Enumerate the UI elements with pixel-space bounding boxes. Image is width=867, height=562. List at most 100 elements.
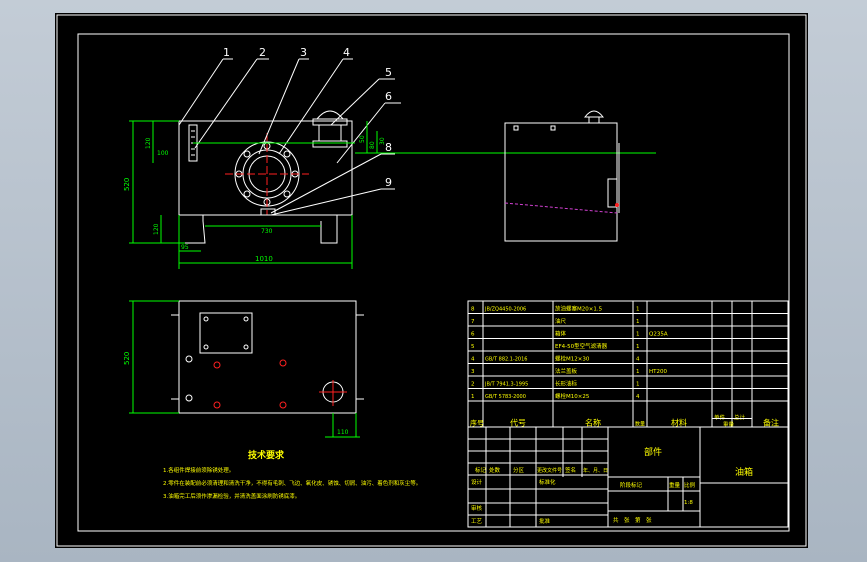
bom-cell-qty: 4: [636, 394, 640, 400]
plan-body: [178, 300, 357, 414]
bom-cell-name: EF4-50型空气滤清器: [555, 342, 608, 350]
bom-cell-qty: 1: [636, 307, 640, 313]
side-view: [504, 110, 620, 242]
bom-cell-name: 油尺: [555, 317, 567, 325]
bom-cell-qty: 4: [636, 357, 640, 363]
oil-level: [504, 202, 618, 214]
bom-header-weight: 重量: [723, 421, 735, 429]
tb-sign: 签名: [565, 466, 576, 474]
top-view: 520 110: [123, 300, 364, 438]
bom-header-material: 材料: [671, 418, 687, 428]
outer-border: [56, 14, 807, 547]
bom-cell-qty: 1: [636, 319, 640, 325]
tb-mark: 标记: [475, 466, 487, 474]
dim-plan-height: 520: [123, 352, 131, 365]
tb-design: 设计: [471, 478, 483, 486]
tb-weight: 重量: [669, 481, 681, 489]
bom-header-remark: 备注: [763, 418, 779, 428]
drawing-canvas[interactable]: 1 2 3 4 5 6 8 9 520: [55, 13, 808, 548]
bom-header-no: 序号: [470, 419, 484, 428]
plan-cover: [199, 312, 253, 354]
note-3: 3.油箱完工后须作渗漏检验，并清洗盖面涂刷防锈底漆。: [163, 492, 300, 500]
bom-header-name: 名称: [585, 418, 601, 428]
bom-cell-material: Q235A: [649, 332, 668, 338]
bom-cell-name: 螺栓M10×25: [555, 392, 590, 400]
callout-9: 9: [385, 176, 392, 189]
tb-category: 部件: [644, 446, 662, 458]
bom-cell-no: 5: [471, 344, 475, 350]
tb-part-name: 油箱: [735, 466, 753, 478]
note-1: 1.各组件焊接前须除锈处理。: [163, 466, 234, 474]
callout-4: 4: [343, 46, 350, 59]
tb-zone: 分区: [513, 466, 525, 474]
tb-change-doc: 更改文件号: [537, 467, 562, 474]
left-foot: [185, 214, 206, 244]
dim-right-b: 80: [369, 141, 376, 149]
cad-drawing: 1 2 3 4 5 6 8 9 520: [56, 14, 807, 547]
tb-approve: 批准: [539, 517, 551, 525]
dim-inner-width: 730: [261, 228, 273, 235]
bom-cell-qty: 1: [636, 332, 640, 338]
air-filter: [318, 124, 342, 142]
bom-cell-name: 法兰盖板: [555, 367, 578, 375]
right-foot: [320, 214, 338, 244]
bom-cell-code: GB/T 5783-2000: [485, 394, 526, 400]
bom-cell-name: 螺栓M12×30: [555, 355, 590, 363]
tb-standardize: 标准化: [539, 478, 556, 486]
bom-cell-name: 箱体: [555, 330, 567, 338]
tb-scale-value: 1:8: [684, 500, 693, 506]
bom-cell-no: 1: [471, 394, 475, 400]
tank-body: [178, 120, 353, 216]
tb-review: 审核: [471, 504, 483, 512]
note-2: 2.零件在装配前必须清理和清洗干净，不得有毛刺、飞边、氧化皮、锈蚀、切屑、油污、…: [163, 479, 421, 487]
bom-cell-qty: 1: [636, 382, 640, 388]
inner-border: [77, 33, 790, 532]
bom-cell-name: 长形油标: [555, 380, 578, 388]
front-view: 1 2 3 4 5 6 8 9 520: [123, 46, 656, 269]
bom-cell-code: JB/ZQ4450-2006: [484, 307, 526, 313]
side-body: [504, 122, 618, 242]
dim-side-a: 100: [157, 150, 169, 157]
callout-2: 2: [259, 46, 266, 59]
bom-cell-no: 3: [471, 369, 475, 375]
bom-cell-qty: 1: [636, 369, 640, 375]
bom-cell-no: 6: [471, 332, 475, 338]
callout-6: 6: [385, 90, 392, 103]
bom-header-code: 代号: [510, 418, 526, 428]
technical-notes: 技术要求 1.各组件焊接前须除锈处理。 2.零件在装配前必须清理和清洗干净，不得…: [163, 449, 421, 500]
dim-height: 520: [123, 178, 131, 191]
bom-header-qty: 数量: [635, 421, 645, 428]
dim-plan-small: 110: [337, 429, 349, 436]
tb-date: 年、月、日: [583, 467, 608, 474]
dim-width: 1010: [255, 255, 273, 263]
bom-cell-code: JB/T 7941.3-1995: [484, 382, 528, 388]
tb-process: 工艺: [471, 518, 483, 525]
dim-foot: 95: [181, 244, 189, 251]
bom-cell-no: 4: [471, 357, 475, 363]
tb-scale: 比例: [684, 481, 696, 489]
callout-8: 8: [385, 141, 392, 154]
side-gauge: [607, 178, 618, 208]
dim-right-c: 30: [379, 137, 386, 145]
callout-5: 5: [385, 66, 392, 79]
air-filter-cap: [316, 110, 344, 120]
callout-1: 1: [223, 46, 230, 59]
bom-cell-code: GB/T 882.1-2016: [485, 357, 527, 363]
bom-cell-no: 7: [471, 319, 475, 325]
title-block: 标记 处数 分区 更改文件号 签名 年、月、日 设计 标准化 审核 工艺 批准 …: [467, 426, 789, 528]
bom-cell-no: 2: [471, 382, 475, 388]
tb-sheets: 共 张 第 张: [613, 516, 652, 524]
notes-title: 技术要求: [248, 449, 285, 461]
bom-cell-name: 放油螺塞M20×1.5: [555, 305, 603, 313]
drain-plug: [260, 208, 276, 216]
bom-cell-no: 8: [471, 307, 475, 313]
dim-right-a: 50: [359, 135, 366, 143]
callout-3: 3: [300, 46, 307, 59]
bom-cell-qty: 1: [636, 344, 640, 350]
dim-base-h: 120: [153, 223, 160, 235]
dim-top-b: 120: [145, 137, 152, 149]
tb-stage: 阶段标记: [620, 481, 643, 489]
side-filter: [583, 110, 605, 118]
